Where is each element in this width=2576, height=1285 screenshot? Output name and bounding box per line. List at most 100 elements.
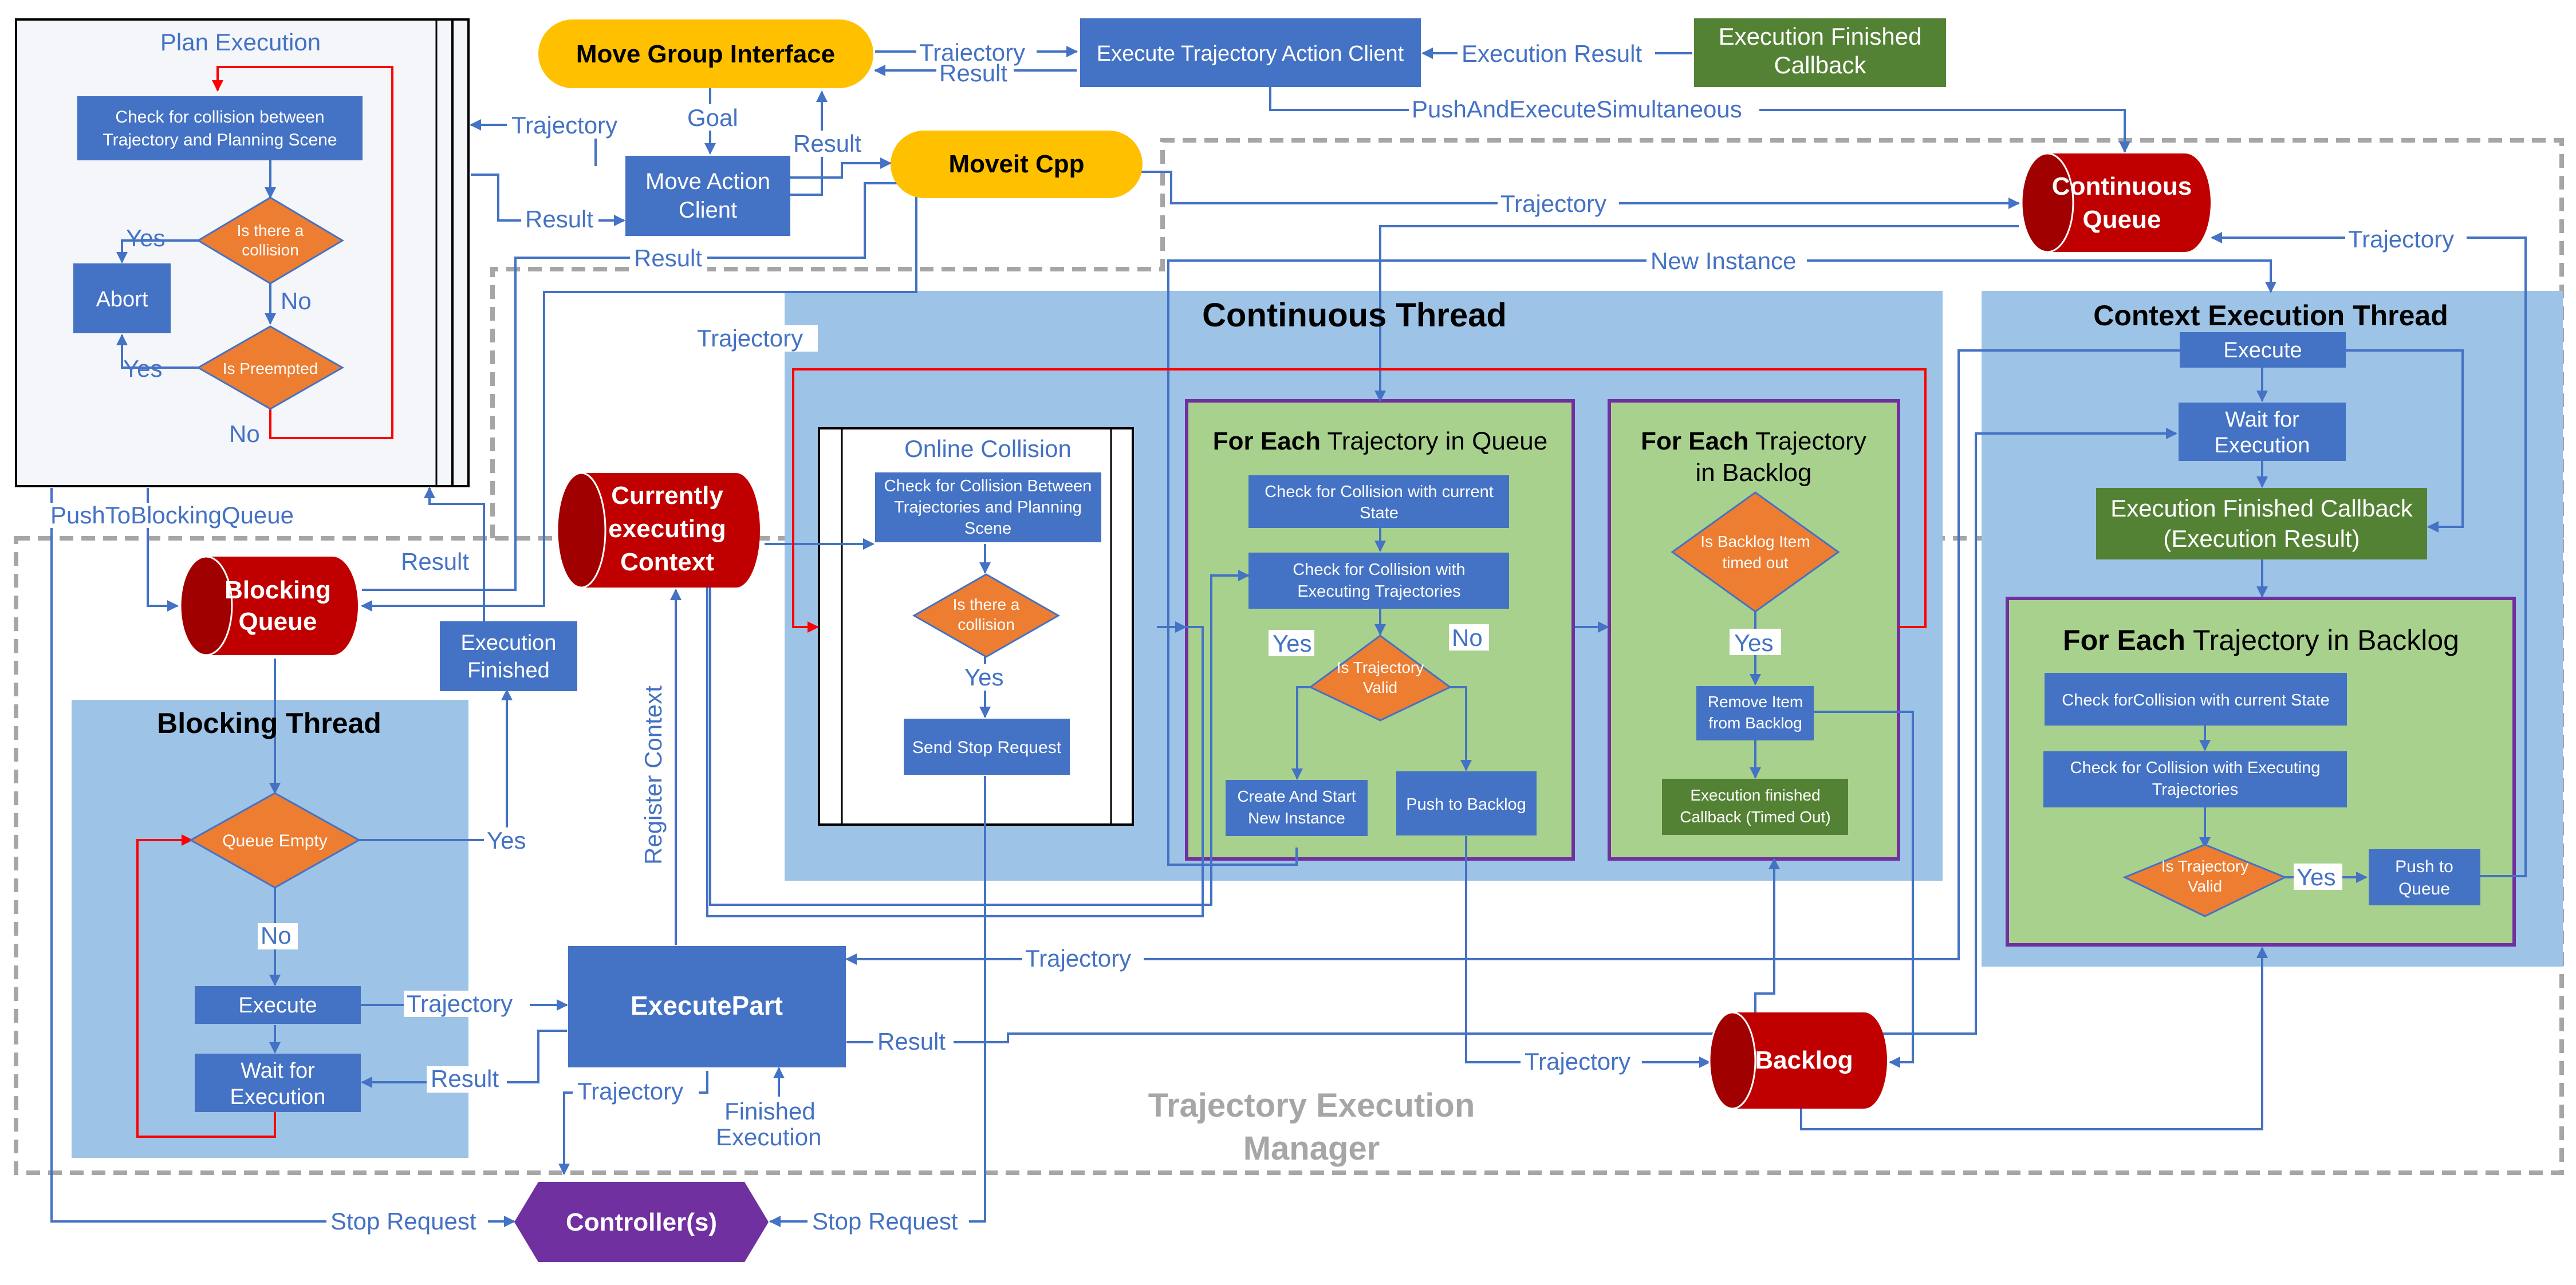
- edge-label-trajectory: Trajectory: [1500, 190, 1606, 217]
- b-cb-2: Callback (Timed Out): [1680, 808, 1830, 826]
- foreach-queue-title: For Each Trajectory in Queue: [1213, 427, 1547, 455]
- foreach-bold: For Each: [1641, 427, 1748, 455]
- edge-label-result: Result: [431, 1065, 499, 1092]
- foreach-bold: For Each: [2063, 624, 2185, 656]
- edge-label-no: No: [261, 922, 292, 949]
- currently-ctx-1: Currently: [611, 482, 723, 510]
- edge-label-stop-request: Stop Request: [812, 1208, 958, 1235]
- foreach-bold: For Each: [1213, 427, 1321, 455]
- currently-ctx-2: executing: [608, 515, 726, 543]
- execution-finished-callback: [1694, 18, 1946, 87]
- edge-label-yes: Yes: [964, 664, 1004, 691]
- edge-label-no: No: [229, 420, 260, 447]
- exec-finished-cb-2: Callback: [1774, 52, 1866, 78]
- execution-finished: [440, 621, 577, 691]
- oc-check-1: Check for Collision Between: [884, 477, 1092, 495]
- ctx-execute: [2180, 332, 2346, 368]
- continuous-queue-1: Continuous: [2052, 172, 2192, 200]
- edge-label-finished-execution-2: Execution: [716, 1124, 821, 1150]
- plan-abort-label: Abort: [96, 287, 148, 312]
- oc-collision-1: Is there a: [953, 596, 1020, 613]
- edge-label-yes: Yes: [123, 355, 163, 382]
- bt-wait: [195, 1054, 361, 1112]
- ctx-check-exec-2: Trajectories: [2152, 781, 2238, 799]
- ctx-push-queue-2: Queue: [2398, 880, 2450, 898]
- edge-label-finished-execution-1: Finished: [724, 1098, 816, 1125]
- edge-label-result: Result: [793, 130, 861, 157]
- q-check-exec-1: Check for Collision with: [1293, 561, 1465, 579]
- foreach-rest: Trajectory in Queue: [1321, 427, 1547, 455]
- plan-check-collision: [77, 96, 363, 160]
- edge-label-no: No: [281, 287, 312, 314]
- execute-part-label: ExecutePart: [631, 991, 783, 1020]
- ctx-wait-1: Wait for: [2225, 408, 2299, 432]
- edge-label-result: Result: [939, 60, 1007, 86]
- q-valid-2: Valid: [1363, 679, 1397, 696]
- moveit-cpp: [891, 131, 1143, 198]
- edge-label-trajectory: Trajectory: [1025, 945, 1131, 972]
- oc-stop-label: Send Stop Request: [912, 738, 1062, 757]
- oc-collision-decision: [912, 573, 1061, 658]
- plan-preempted-decision: [196, 325, 345, 410]
- q-check-exec: [1248, 553, 1509, 609]
- moveit-cpp-label: Moveit Cpp: [948, 150, 1084, 178]
- foreach-backlog-title-2: in Backlog: [1695, 459, 1811, 487]
- q-valid-1: Is Trajectory: [1337, 659, 1424, 676]
- ctx-cb-2: (Execution Result): [2163, 525, 2360, 552]
- q-valid-decision: [1309, 634, 1452, 722]
- move-group-label: Move Group Interface: [576, 40, 835, 68]
- edge-label-trajectory: Trajectory: [697, 325, 803, 352]
- edge-label-yes: Yes: [487, 827, 526, 854]
- controllers: [514, 1182, 769, 1262]
- plan-abort: [73, 263, 171, 333]
- q-push-backlog-label: Push to Backlog: [1406, 795, 1526, 814]
- manager-title-2: Manager: [1243, 1130, 1380, 1167]
- oc-check-3: Scene: [964, 519, 1011, 538]
- edge-label-trajectory: Trajectory: [577, 1078, 683, 1105]
- ctx-cb-1: Execution Finished Callback: [2110, 495, 2413, 522]
- ctx-wait-2: Execution: [2215, 433, 2310, 458]
- move-action-client: [625, 156, 790, 236]
- edge-label-stop-request: Stop Request: [330, 1208, 476, 1235]
- b-timeout-decision: [1671, 491, 1840, 613]
- b-remove-2: from Backlog: [1708, 714, 1802, 732]
- q-create-2: New Instance: [1248, 809, 1345, 827]
- q-create-instance: [1226, 780, 1368, 836]
- oc-collision-2: collision: [958, 616, 1015, 633]
- edge-label-trajectory: Trajectory: [407, 990, 513, 1017]
- continuous-queue: Continuous Queue: [2020, 152, 2211, 253]
- b-timeout-1: Is Backlog Item: [1700, 533, 1810, 550]
- ctx-check-exec-1: Check for Collision with Executing: [2070, 759, 2321, 777]
- edge-label-register-context: Register Context: [640, 685, 667, 865]
- edge-label-goal: Goal: [687, 104, 738, 131]
- edge-label-execution-result: Execution Result: [1462, 40, 1642, 67]
- edge-label-trajectory: Trajectory: [2348, 226, 2454, 253]
- plan-execution-title: Plan Execution: [160, 29, 321, 56]
- bt-execute-label: Execute: [238, 994, 317, 1018]
- ctx-valid-1: Is Trajectory: [2161, 857, 2248, 875]
- oc-send-stop-request: [904, 719, 1070, 775]
- edge-label-yes: Yes: [1734, 629, 1774, 656]
- manager-title-1: Trajectory Execution: [1148, 1087, 1475, 1124]
- continuous-queue-2: Queue: [2083, 206, 2161, 234]
- continuous-thread-title: Continuous Thread: [1202, 297, 1507, 334]
- currently-executing-context: Currently executing Context: [556, 472, 760, 589]
- move-action-client-2: Client: [679, 198, 737, 223]
- edge-label-result: Result: [525, 206, 593, 232]
- edge-label-new-instance: New Instance: [1651, 247, 1796, 274]
- bt-queue-empty-label: Queue Empty: [222, 831, 327, 850]
- ctx-check-state: [2045, 673, 2347, 726]
- oc-check-collision: [875, 472, 1101, 542]
- q-create-1: Create And Start: [1237, 787, 1356, 805]
- context-execution-thread-title: Context Execution Thread: [2093, 299, 2448, 332]
- q-check-exec-2: Executing Trajectories: [1297, 582, 1460, 601]
- edge-label-yes: Yes: [1273, 630, 1312, 657]
- ctx-check-state-label: Check forCollision with current State: [2062, 691, 2329, 709]
- ctx-exec-finished-callback: [2096, 488, 2427, 559]
- exec-action-client-label: Execute Trajectory Action Client: [1097, 42, 1404, 66]
- edge-label-push-and-execute: PushAndExecuteSimultaneous: [1412, 96, 1742, 123]
- edge-label-push-to-blocking: PushToBlockingQueue: [50, 502, 294, 529]
- execution-finished-2: Finished: [467, 659, 550, 683]
- execute-trajectory-action-client: [1080, 18, 1421, 87]
- currently-ctx-3: Context: [620, 548, 714, 576]
